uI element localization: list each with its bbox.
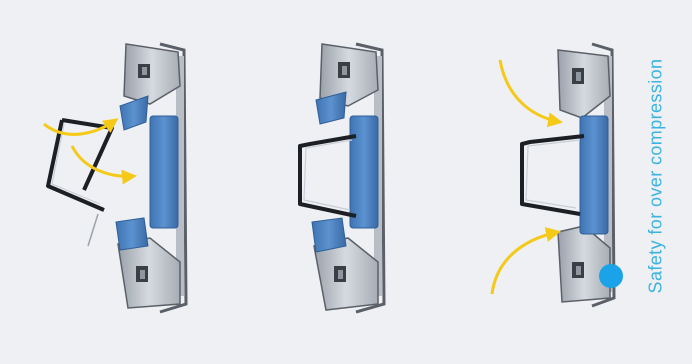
upper-housing-slot-inner (342, 66, 347, 75)
upper-housing-slot-inner (576, 72, 581, 81)
wire-tail (88, 214, 98, 246)
upper-blue-tab (120, 96, 148, 130)
wire-clip-highlight (304, 140, 352, 210)
center-pad (150, 116, 178, 228)
center-pad (350, 116, 378, 228)
panel-closed (300, 44, 384, 312)
lower-housing-slot-inner (338, 270, 343, 279)
caption-safety-text: Safety for over compression (646, 59, 667, 294)
panel-open (44, 44, 186, 312)
wire-clip (522, 136, 584, 214)
indicator-dot-icon (599, 264, 623, 288)
curved-arrow-icon (500, 60, 560, 122)
lower-housing-slot-inner (576, 266, 581, 275)
lower-blue-tab (312, 218, 346, 252)
panel-over-compression (492, 44, 623, 306)
lower-blue-tab (116, 218, 148, 250)
wire-clip-highlight (526, 140, 580, 208)
center-pad (580, 116, 608, 234)
upper-housing (124, 44, 180, 104)
curved-arrow-icon (492, 232, 558, 294)
lower-housing-slot-inner (140, 270, 145, 279)
upper-housing-slot-inner (142, 67, 147, 75)
